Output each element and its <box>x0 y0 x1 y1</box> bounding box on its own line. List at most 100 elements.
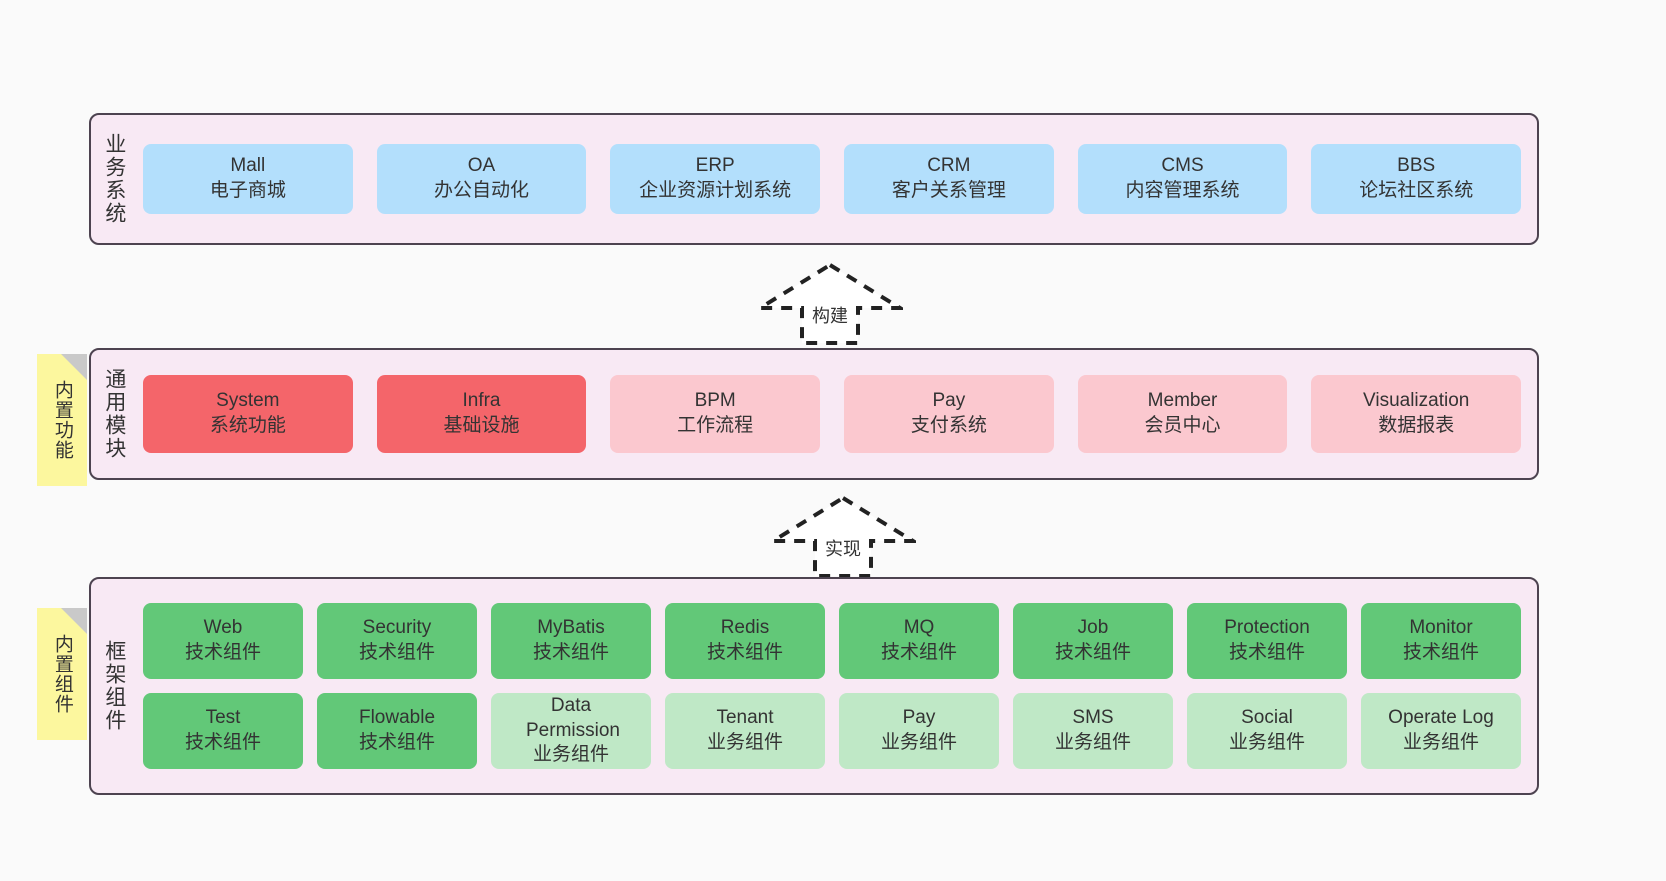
card-erp-name: ERP <box>695 155 735 177</box>
card-crm-desc: 客户关系管理 <box>891 180 1006 201</box>
card-pay-module-desc: 支付系统 <box>910 415 987 436</box>
layer-framework-component: 框架组件 Web 技术组件 Security 技术组件 MyBatis 技术组件… <box>89 577 1539 795</box>
card-sms[interactable]: SMS 业务组件 <box>1013 693 1173 769</box>
card-monitor[interactable]: Monitor 技术组件 <box>1361 603 1521 679</box>
card-operate-log[interactable]: Operate Log 业务组件 <box>1361 693 1521 769</box>
card-security-desc: 技术组件 <box>358 642 435 663</box>
card-social[interactable]: Social 业务组件 <box>1187 693 1347 769</box>
card-system-desc: 系统功能 <box>209 415 286 436</box>
card-job-desc: 技术组件 <box>1054 642 1131 663</box>
card-visualization[interactable]: Visualization 数据报表 <box>1311 375 1522 453</box>
card-mall-desc: 电子商城 <box>209 180 286 201</box>
card-security-name: Security <box>362 617 432 639</box>
card-bbs-desc: 论坛社区系统 <box>1359 180 1474 201</box>
card-oa-desc: 办公自动化 <box>434 180 530 201</box>
card-sms-desc: 业务组件 <box>1054 732 1131 753</box>
card-protection[interactable]: Protection 技术组件 <box>1187 603 1347 679</box>
card-protection-desc: 技术组件 <box>1228 642 1305 663</box>
card-system-name: System <box>216 390 280 412</box>
arrow-build-label: 构建 <box>812 306 848 326</box>
card-bpm[interactable]: BPM 工作流程 <box>610 375 821 453</box>
card-tenant-desc: 业务组件 <box>706 732 783 753</box>
layer-common-module: 通用模块 System 系统功能 Infra 基础设施 BPM 工作流程 Pay… <box>89 348 1539 480</box>
sticky-note-builtin-component-label: 内置组件 <box>51 634 73 714</box>
card-mybatis-desc: 技术组件 <box>532 642 609 663</box>
sticky-note-builtin-function: 内置功能 <box>37 354 87 486</box>
arrow-implement-shape <box>770 495 916 578</box>
card-crm[interactable]: CRM 客户关系管理 <box>844 144 1054 214</box>
sticky-fold-corner-icon <box>61 354 87 380</box>
card-security[interactable]: Security 技术组件 <box>317 603 477 679</box>
card-web-name: Web <box>203 617 243 639</box>
card-mq[interactable]: MQ 技术组件 <box>839 603 999 679</box>
card-data-permission-desc: 业务组件 <box>532 744 609 766</box>
layer-title-common-module: 通用模块 <box>102 368 126 460</box>
card-tenant[interactable]: Tenant 业务组件 <box>665 693 825 769</box>
card-social-desc: 业务组件 <box>1228 732 1305 753</box>
card-mall[interactable]: Mall 电子商城 <box>143 144 353 214</box>
card-protection-name: Protection <box>1224 617 1310 639</box>
card-web-desc: 技术组件 <box>184 642 261 663</box>
layer-business-system: 业务系统 Mall 电子商城 OA 办公自动化 ERP 企业资源计划系统 CRM… <box>89 113 1539 245</box>
card-mq-name: MQ <box>903 617 935 639</box>
card-oa-name: OA <box>467 155 496 177</box>
card-monitor-name: Monitor <box>1409 617 1473 639</box>
card-social-name: Social <box>1241 707 1293 729</box>
row-tech-components: Web 技术组件 Security 技术组件 MyBatis 技术组件 Redi… <box>143 603 1521 679</box>
card-operate-log-name: Operate Log <box>1388 707 1494 729</box>
card-mall-name: Mall <box>230 155 266 177</box>
arrow-build-shape <box>757 262 903 345</box>
card-tenant-name: Tenant <box>716 707 774 729</box>
card-flowable-desc: 技术组件 <box>358 732 435 753</box>
card-bpm-name: BPM <box>694 390 736 412</box>
card-visualization-desc: 数据报表 <box>1378 415 1455 436</box>
row-common-modules: System 系统功能 Infra 基础设施 BPM 工作流程 Pay 支付系统… <box>143 375 1522 453</box>
sticky-fold-corner-icon <box>61 608 87 634</box>
card-pay-component-desc: 业务组件 <box>880 732 957 753</box>
card-member-name: Member <box>1147 390 1218 412</box>
layer-title-business-system: 业务系统 <box>102 133 126 225</box>
arrow-build: 构建 <box>757 262 903 346</box>
card-system[interactable]: System 系统功能 <box>143 375 353 453</box>
card-test-name: Test <box>205 707 241 729</box>
card-redis[interactable]: Redis 技术组件 <box>665 603 825 679</box>
card-crm-name: CRM <box>927 155 971 177</box>
arrow-implement: 实现 <box>770 495 916 579</box>
card-visualization-name: Visualization <box>1363 390 1470 412</box>
row-business-systems: Mall 电子商城 OA 办公自动化 ERP 企业资源计划系统 CRM 客户关系… <box>143 144 1522 214</box>
card-sms-name: SMS <box>1072 707 1114 729</box>
card-operate-log-desc: 业务组件 <box>1402 732 1479 753</box>
card-flowable-name: Flowable <box>358 707 436 729</box>
card-redis-desc: 技术组件 <box>706 642 783 663</box>
card-erp[interactable]: ERP 企业资源计划系统 <box>610 144 821 214</box>
card-mybatis[interactable]: MyBatis 技术组件 <box>491 603 651 679</box>
card-bbs[interactable]: BBS 论坛社区系统 <box>1311 144 1522 214</box>
row-biz-components: Test 技术组件 Flowable 技术组件 Data Permission … <box>143 693 1521 769</box>
card-member[interactable]: Member 会员中心 <box>1077 375 1288 453</box>
card-infra[interactable]: Infra 基础设施 <box>376 375 587 453</box>
card-flowable[interactable]: Flowable 技术组件 <box>317 693 477 769</box>
card-bbs-name: BBS <box>1397 155 1436 177</box>
card-pay-module[interactable]: Pay 支付系统 <box>844 375 1054 453</box>
card-oa[interactable]: OA 办公自动化 <box>376 144 587 214</box>
card-mybatis-name: MyBatis <box>537 617 605 639</box>
card-web[interactable]: Web 技术组件 <box>143 603 303 679</box>
card-pay-component[interactable]: Pay 业务组件 <box>839 693 999 769</box>
arrow-implement-label: 实现 <box>825 539 861 559</box>
card-infra-desc: 基础设施 <box>443 415 520 436</box>
layer-body-business-system: Mall 电子商城 OA 办公自动化 ERP 企业资源计划系统 CRM 客户关系… <box>137 115 1537 243</box>
card-job[interactable]: Job 技术组件 <box>1013 603 1173 679</box>
card-cms-desc: 内容管理系统 <box>1125 180 1240 201</box>
layer-body-common-module: System 系统功能 Infra 基础设施 BPM 工作流程 Pay 支付系统… <box>137 350 1537 478</box>
layer-body-framework-component: Web 技术组件 Security 技术组件 MyBatis 技术组件 Redi… <box>137 579 1537 793</box>
sticky-note-builtin-function-label: 内置功能 <box>51 380 73 460</box>
card-test[interactable]: Test 技术组件 <box>143 693 303 769</box>
card-erp-desc: 企业资源计划系统 <box>639 180 792 201</box>
card-data-permission-name: Data Permission <box>526 694 620 741</box>
card-data-permission[interactable]: Data Permission 业务组件 <box>491 693 651 769</box>
card-job-name: Job <box>1077 617 1109 639</box>
card-mq-desc: 技术组件 <box>880 642 957 663</box>
card-monitor-desc: 技术组件 <box>1402 642 1479 663</box>
card-cms[interactable]: CMS 内容管理系统 <box>1077 144 1288 214</box>
card-infra-name: Infra <box>462 390 501 412</box>
